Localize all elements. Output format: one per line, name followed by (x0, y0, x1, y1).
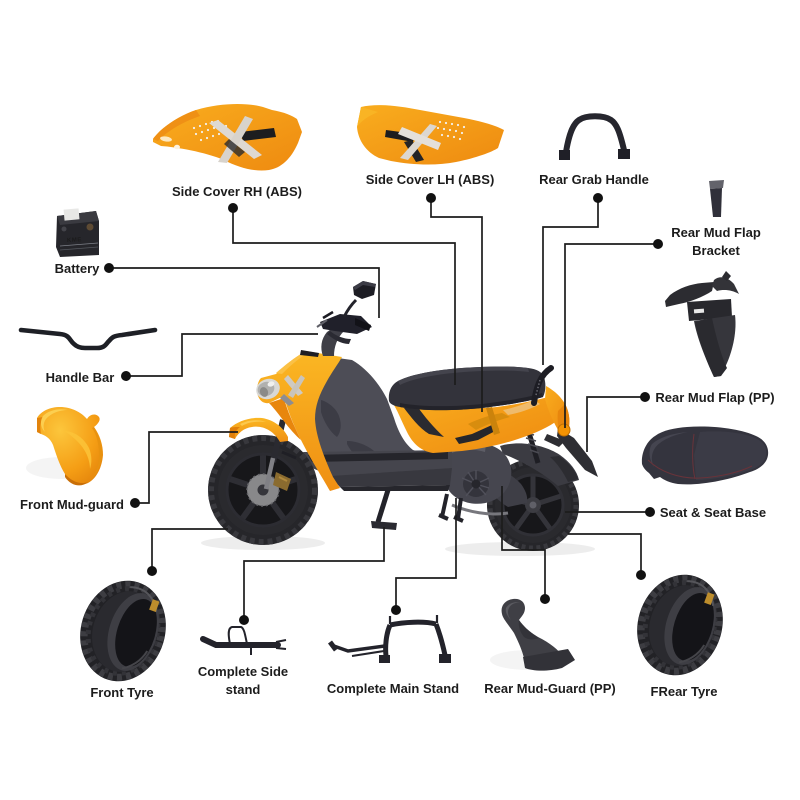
svg-text:Side Cover LH (ABS): Side Cover LH (ABS) (366, 172, 495, 187)
svg-text:Rear Mud Flap: Rear Mud Flap (671, 225, 761, 240)
svg-text:FRear Tyre: FRear Tyre (651, 684, 718, 699)
svg-text:stand: stand (226, 682, 261, 697)
svg-text:Bracket: Bracket (692, 243, 740, 258)
svg-text:Rear Grab Handle: Rear Grab Handle (539, 172, 649, 187)
svg-text:Handle Bar: Handle Bar (46, 370, 115, 385)
svg-text:Battery: Battery (55, 261, 101, 276)
svg-text:Front Mud-guard: Front Mud-guard (20, 497, 124, 512)
svg-text:Complete Side: Complete Side (198, 664, 288, 679)
svg-text:Side Cover RH (ABS): Side Cover RH (ABS) (172, 184, 302, 199)
svg-text:Front Tyre: Front Tyre (90, 685, 153, 700)
svg-text:Complete Main Stand: Complete Main Stand (327, 681, 459, 696)
svg-text:Rear Mud Flap (PP): Rear Mud Flap (PP) (655, 390, 774, 405)
svg-text:Rear Mud-Guard (PP): Rear Mud-Guard (PP) (484, 681, 615, 696)
svg-text:Seat & Seat Base: Seat & Seat Base (660, 505, 766, 520)
svg-text:KME: KME (67, 237, 82, 244)
